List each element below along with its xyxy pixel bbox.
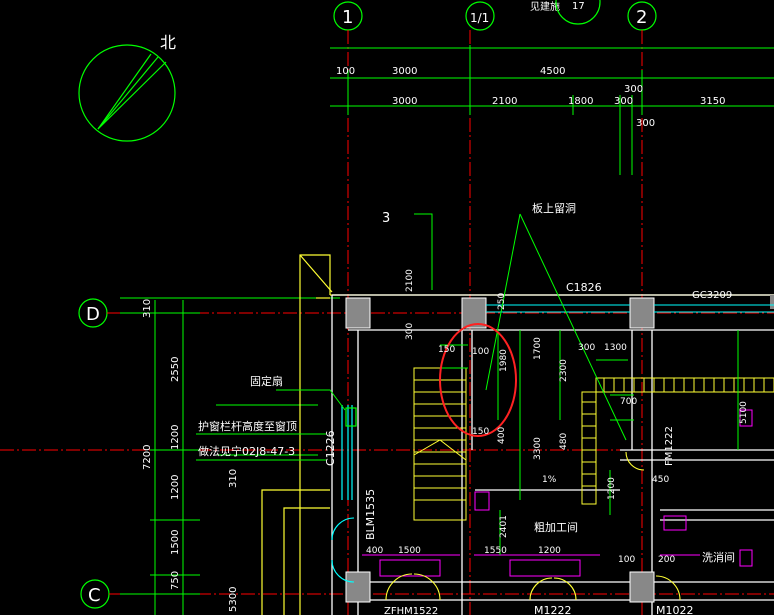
svg-text:310: 310 <box>228 469 239 488</box>
label-fm1222: FM1222 <box>664 426 675 466</box>
svg-text:300: 300 <box>636 118 655 129</box>
doors <box>385 451 681 601</box>
door-blm <box>331 517 355 583</box>
window-c1826 <box>486 304 774 313</box>
svg-text:4500: 4500 <box>540 66 565 77</box>
inner-dimension-labels: 2100 300 100 150 1980 1700 2300 300 1300… <box>366 269 749 565</box>
window-c1226 <box>341 405 357 500</box>
slab-outline <box>261 254 774 615</box>
axis-bubble-D: D <box>78 298 108 328</box>
svg-text:100: 100 <box>618 555 635 565</box>
svg-text:1/1: 1/1 <box>470 11 489 25</box>
label-rail-note-1: 护窗栏杆高度至窗顶 <box>198 419 297 433</box>
label-m1022: M1022 <box>656 604 694 615</box>
svg-text:1500: 1500 <box>398 546 421 556</box>
svg-text:1980: 1980 <box>499 349 509 372</box>
svg-text:17: 17 <box>572 1 585 12</box>
svg-text:D: D <box>86 304 100 325</box>
walls <box>331 294 774 615</box>
svg-text:5300: 5300 <box>228 587 239 612</box>
svg-text:3000: 3000 <box>392 96 417 107</box>
svg-text:300: 300 <box>405 323 415 340</box>
svg-text:400: 400 <box>366 546 383 556</box>
svg-text:1500: 1500 <box>170 530 181 555</box>
svg-text:480: 480 <box>559 433 569 450</box>
svg-text:100: 100 <box>336 66 355 77</box>
svg-text:C: C <box>88 585 101 606</box>
drawing-labels: 3 板上留洞 C1826 GC3209 固定扇 护窗栏杆高度至窗顶 做法见宁02… <box>198 201 735 615</box>
svg-text:1200: 1200 <box>170 475 181 500</box>
label-window-hole: 板上留洞 <box>532 201 576 215</box>
svg-text:300: 300 <box>578 343 595 353</box>
fixtures <box>379 409 753 577</box>
annotation-circle <box>439 323 517 437</box>
svg-text:250: 250 <box>497 293 507 310</box>
svg-text:7200: 7200 <box>142 445 153 470</box>
svg-text:1800: 1800 <box>568 96 593 107</box>
svg-text:750: 750 <box>170 571 181 590</box>
svg-text:310: 310 <box>142 299 153 318</box>
columns <box>345 295 774 603</box>
svg-text:1%: 1% <box>542 475 557 485</box>
svg-text:2100: 2100 <box>405 269 415 292</box>
left-dimensions <box>120 297 340 615</box>
svg-text:2300: 2300 <box>559 359 569 382</box>
svg-text:2550: 2550 <box>170 357 181 382</box>
svg-text:2100: 2100 <box>492 96 517 107</box>
label-m1222: M1222 <box>534 604 572 615</box>
svg-text:3000: 3000 <box>392 66 417 77</box>
label-gc3209: GC3209 <box>692 290 732 301</box>
svg-text:300: 300 <box>624 84 643 95</box>
label-workshop: 粗加工间 <box>534 521 578 534</box>
label-c1226: C1226 <box>324 430 337 466</box>
north-label: 北 <box>160 33 176 52</box>
label-wash-room: 洗消间 <box>702 550 735 564</box>
leader-lines <box>196 213 739 555</box>
label-zfhm: ZFHM1522 <box>384 606 438 615</box>
axis-bubble-C: C <box>80 579 110 609</box>
workbench <box>581 377 774 505</box>
svg-text:1300: 1300 <box>604 343 627 353</box>
svg-text:400: 400 <box>497 427 507 444</box>
top-dimension-labels: 100 3000 4500 300 3000 2100 1800 300 315… <box>336 66 725 129</box>
axis-bubble-1: 1 <box>333 1 363 31</box>
label-3: 3 <box>382 211 390 226</box>
svg-text:450: 450 <box>652 475 669 485</box>
axis-lines <box>0 30 774 615</box>
top-reference: 见建施 17 <box>530 0 601 25</box>
svg-text:300: 300 <box>614 96 633 107</box>
svg-text:见建施: 见建施 <box>530 0 560 13</box>
svg-text:1: 1 <box>342 7 353 28</box>
svg-text:2: 2 <box>636 7 647 28</box>
label-fixed-sash: 固定扇 <box>250 374 283 388</box>
label-blm1535: BLM1535 <box>364 489 377 540</box>
svg-text:5100: 5100 <box>739 401 749 424</box>
svg-text:700: 700 <box>620 397 637 407</box>
svg-text:150: 150 <box>438 345 455 355</box>
svg-text:200: 200 <box>658 555 675 565</box>
svg-text:3150: 3150 <box>700 96 725 107</box>
svg-text:1200: 1200 <box>170 425 181 450</box>
svg-text:1550: 1550 <box>484 546 507 556</box>
svg-text:150: 150 <box>472 427 489 437</box>
label-c1826: C1826 <box>566 281 602 294</box>
left-dimension-labels: 310 2550 1200 7200 1200 1500 750 5300 31… <box>142 299 239 612</box>
north-arrow: 北 <box>78 33 176 142</box>
svg-text:1200: 1200 <box>607 477 617 500</box>
axis-bubble-1-1: 1/1 <box>465 1 495 31</box>
axis-bubble-2: 2 <box>627 1 657 31</box>
svg-text:2401: 2401 <box>499 515 509 538</box>
svg-text:3300: 3300 <box>533 437 543 460</box>
svg-text:1700: 1700 <box>533 337 543 360</box>
svg-text:100: 100 <box>472 347 489 357</box>
svg-text:1200: 1200 <box>538 546 561 556</box>
label-rail-note-2: 做法见宁02J8-47-3 <box>198 444 295 458</box>
top-dimensions <box>330 45 774 175</box>
